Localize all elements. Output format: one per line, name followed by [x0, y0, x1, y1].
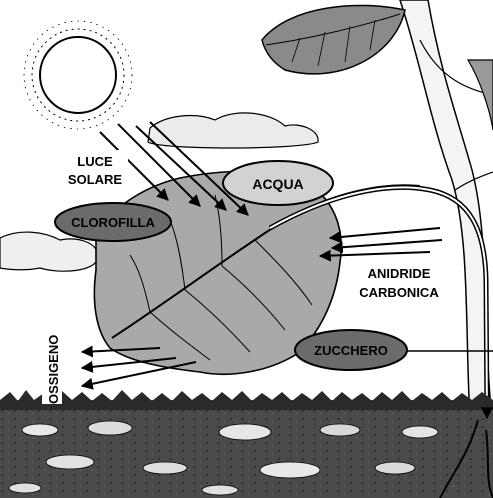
- luce-label-line2: SOLARE: [68, 172, 123, 187]
- clorofilla-label: CLOROFILLA: [71, 215, 155, 230]
- anidride-label-line2: CARBONICA: [359, 285, 439, 300]
- anidride-carbonica-label: ANIDRIDE CARBONICA: [345, 262, 453, 302]
- acqua-bubble: ACQUA: [223, 161, 333, 205]
- zucchero-label: ZUCCHERO: [314, 343, 388, 358]
- ossigeno-label-text: OSSIGENO: [46, 335, 61, 404]
- arrow-icon: [332, 240, 442, 248]
- arrow-icon: [330, 228, 440, 238]
- clorofilla-bubble: CLOROFILLA: [55, 203, 171, 241]
- cloud-top: [148, 113, 318, 148]
- acqua-label: ACQUA: [252, 176, 303, 192]
- luce-label-line1: LUCE: [77, 154, 113, 169]
- zucchero-bubble: ZUCCHERO: [295, 330, 407, 370]
- luce-solare-label: LUCE SOLARE: [64, 150, 128, 190]
- ground: [0, 390, 493, 498]
- sun-icon: [24, 21, 132, 129]
- ossigeno-label: OSSIGENO: [42, 312, 62, 404]
- leaf-right-icon: [468, 60, 493, 130]
- anidride-label-line1: ANIDRIDE: [368, 266, 431, 281]
- leaf-icon: [262, 5, 405, 73]
